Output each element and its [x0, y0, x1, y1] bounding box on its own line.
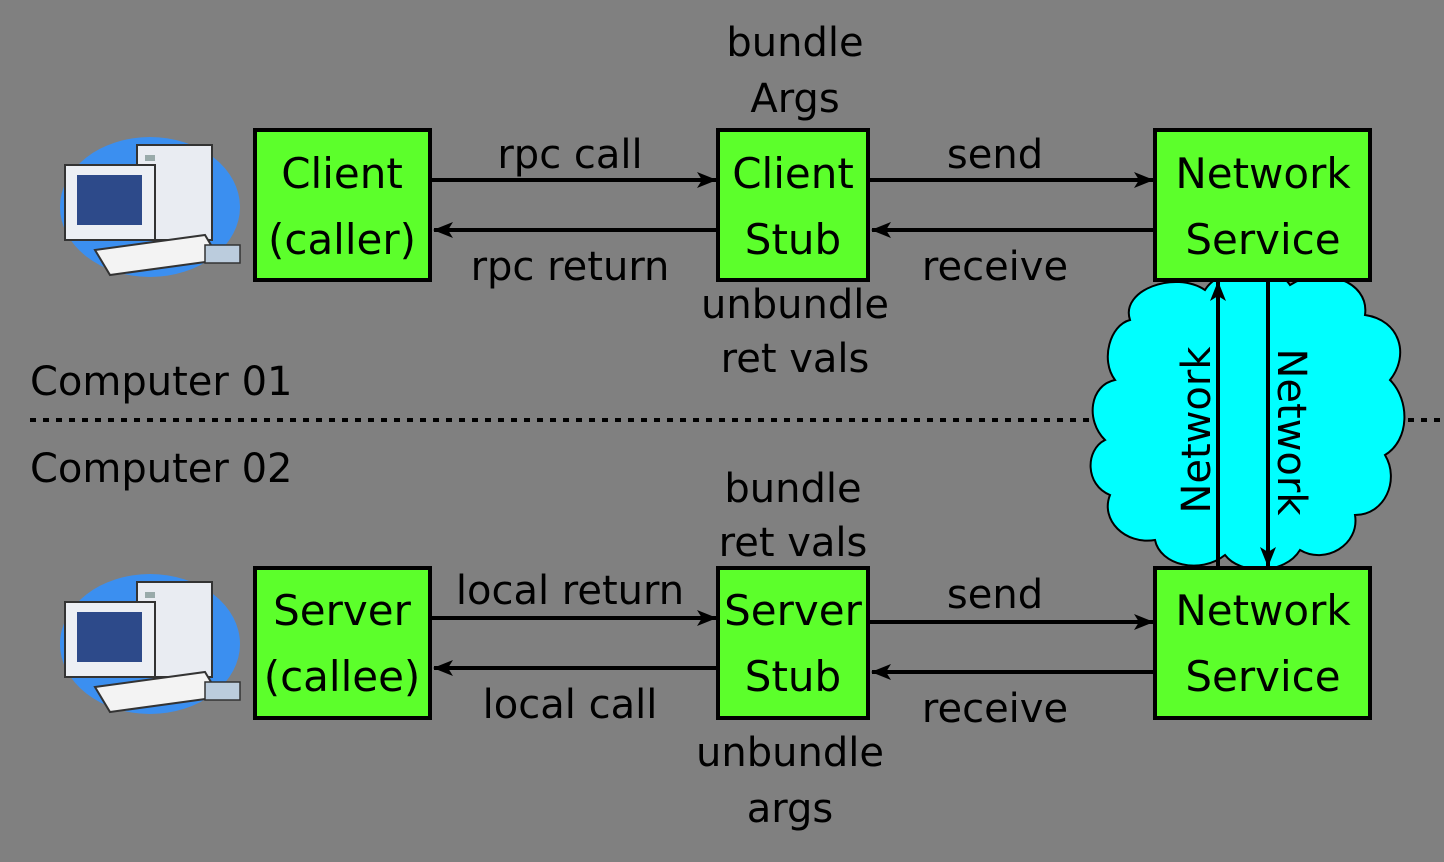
label-unbundle-retvals-line1: unbundle: [701, 282, 889, 328]
network-service-bottom-line1: Network: [1175, 586, 1351, 635]
server-stub-line2: Stub: [745, 652, 841, 701]
server-box-line1: Server: [273, 586, 411, 635]
client-box: [253, 128, 432, 282]
client-box-line1: Client: [281, 149, 403, 198]
server-stub-line1: Server: [724, 586, 862, 635]
label-send-bottom: send: [947, 572, 1043, 618]
network-service-bottom-line2: Service: [1185, 652, 1340, 701]
label-local-return: local return: [456, 568, 684, 614]
label-computer-02: Computer 02: [30, 446, 292, 492]
network-service-bottom-box: [1153, 566, 1372, 720]
client-box-line2: (caller): [268, 215, 416, 264]
server-box: [253, 566, 432, 720]
label-rpc-call: rpc call: [497, 132, 642, 178]
network-service-top-line1: Network: [1175, 149, 1351, 198]
label-bundle-retvals-line1: bundle: [724, 466, 861, 512]
server-stub-box: [716, 566, 870, 720]
client-stub-box: [716, 128, 870, 282]
client-stub-line1: Client: [732, 149, 854, 198]
label-network-down: Network: [1268, 348, 1314, 516]
label-rpc-return: rpc return: [471, 244, 670, 290]
computer-icon: [60, 574, 241, 714]
network-service-top-box: [1153, 128, 1372, 282]
label-receive-top: receive: [922, 244, 1068, 290]
label-network-up: Network: [1174, 346, 1220, 514]
label-unbundle-retvals-line2: ret vals: [721, 336, 870, 382]
label-computer-01: Computer 01: [30, 359, 292, 405]
label-bundle-retvals-line2: ret vals: [719, 520, 868, 566]
label-unbundle-args-line1: unbundle: [696, 730, 884, 776]
label-receive-bottom: receive: [922, 686, 1068, 732]
label-send-top: send: [947, 132, 1043, 178]
label-bundle-args-line1: bundle: [726, 20, 863, 66]
computer-icon: [60, 137, 241, 277]
label-bundle-args-line2: Args: [750, 76, 839, 122]
network-cloud: [1089, 268, 1406, 571]
server-box-line2: (callee): [264, 652, 421, 701]
label-unbundle-args-line2: args: [747, 786, 833, 832]
client-stub-line2: Stub: [745, 215, 841, 264]
label-local-call: local call: [483, 682, 658, 728]
network-service-top-line2: Service: [1185, 215, 1340, 264]
